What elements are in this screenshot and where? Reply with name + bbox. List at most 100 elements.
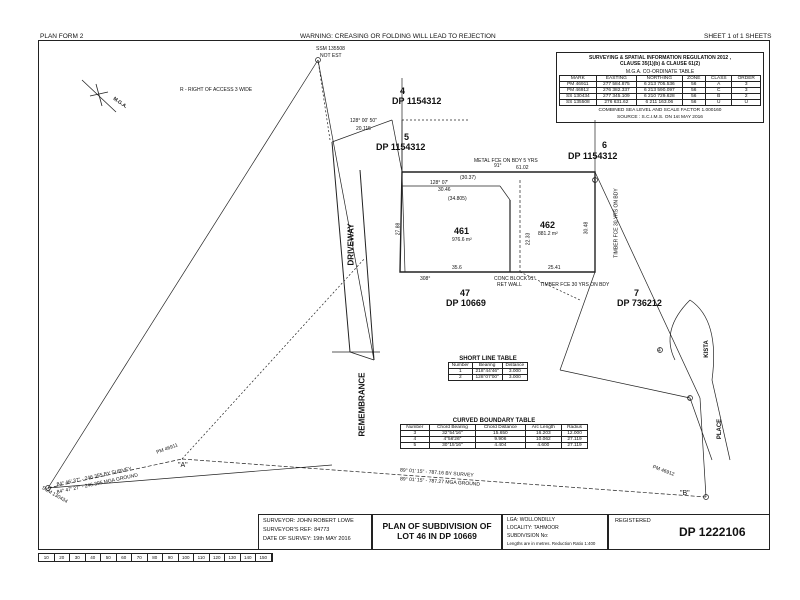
dim-2788: 27.88 xyxy=(395,222,402,236)
plan-title-line1: PLAN OF SUBDIVISION OF xyxy=(382,521,492,531)
table-cell: SS 135508 xyxy=(559,99,597,106)
lot-461-number: 461 xyxy=(454,226,470,236)
table-cell: 3.000 xyxy=(501,374,529,381)
scale-mark: 20 xyxy=(55,554,70,561)
curved-table-title: CURVED BOUNDARY TABLE xyxy=(452,418,536,424)
scale-mark: 30 xyxy=(70,554,86,561)
dim-34805: (34.805) xyxy=(448,196,467,202)
ret-wall-note: RET WALL xyxy=(497,282,522,288)
regulation-line2: CLAUSE 35(1)(b) & CLAUSE 61(2) xyxy=(619,61,700,67)
survey-date: DATE OF SURVEY: 19th MAY 2016 xyxy=(263,536,351,542)
place-label: PLACE xyxy=(717,418,724,440)
scale-mark: 50 xyxy=(101,554,117,561)
scale-mark: 140 xyxy=(241,554,256,561)
lga-text: LGA: WOLLONDILLY xyxy=(507,517,555,523)
dim-bottom-dist: 35.6 xyxy=(452,265,462,271)
conc-block-note: CONC BLOCK xyxy=(494,276,528,282)
locality-block: LGA: WOLLONDILLY LOCALITY: TAHMOOR SUBDI… xyxy=(502,514,608,550)
dp-number: DP 1222106 xyxy=(679,525,746,539)
lot-7-number: 7 xyxy=(634,288,640,298)
surveyor-name: SURVEYOR: JOHN ROBERT LOWE xyxy=(263,518,354,524)
table-cell: 4.404 xyxy=(475,442,526,449)
lot-6-dp: DP 1154312 xyxy=(568,151,618,161)
lot-461-area: 976.6 m² xyxy=(452,237,472,243)
col-header: Number xyxy=(448,362,473,369)
dim-2233: 22.33 xyxy=(525,232,532,246)
lot-5-number: 5 xyxy=(404,132,410,142)
dim-top-bearing: 128° 07' xyxy=(430,180,449,186)
plan-title-line2: LOT 46 IN DP 10669 xyxy=(397,531,477,541)
registered-label: REGISTERED xyxy=(615,518,651,524)
remembrance-label: REMEMBRANCE xyxy=(357,372,367,437)
sheet-count: SHEET 1 of 1 SHEETS xyxy=(704,33,772,40)
table-row: SS 135508 276 631.62 6 211 163.06 56 U U xyxy=(559,99,761,106)
curved-boundary-table: Number Chord Bearing Chord Distance Arc … xyxy=(400,424,588,449)
coordinate-table-title: M.G.A. CO-ORDINATE TABLE xyxy=(625,69,695,75)
coordinate-table: MARK EASTING NORTHING ZONE CLASS ORDER P… xyxy=(559,75,761,106)
col-header: Distance xyxy=(501,362,529,369)
surveyor-ref: SURVEYOR'S REF: 84773 xyxy=(263,527,330,533)
short-line-table-panel: SHORT LINE TABLE Number Bearing Distance… xyxy=(448,356,529,381)
scale-mark: 110 xyxy=(194,554,210,561)
surveyor-block: SURVEYOR: JOHN ROBERT LOWE SURVEYOR'S RE… xyxy=(258,514,372,550)
lot-462-area: 881.2 m² xyxy=(538,231,558,237)
svg-text:3: 3 xyxy=(593,178,596,184)
svg-text:4: 4 xyxy=(658,348,661,354)
lot-47-number: 47 xyxy=(460,288,471,298)
table-cell: 30°15'16" xyxy=(428,442,477,449)
driveway-label: DRIVEWAY xyxy=(346,223,356,266)
table-cell: U xyxy=(704,99,733,106)
table-cell: 56 xyxy=(681,99,707,106)
regulation-line1: SURVEYING & SPATIAL INFORMATION REGULATI… xyxy=(589,55,731,61)
lot-47-dp: DP 10669 xyxy=(446,298,486,308)
dim-secondary-bearing: 128° 00' 50" xyxy=(350,118,377,124)
dim-bottom-right-dist: 25.41 xyxy=(548,265,561,271)
dim-20115: 20.115 xyxy=(356,126,371,132)
dim-top-right-bearing: 91° xyxy=(494,163,502,169)
right-of-access-note: R - RIGHT OF ACCESS 3 WIDE xyxy=(180,87,253,93)
registration-block: REGISTERED DP 1222106 xyxy=(608,514,770,550)
ssm-top-label: SSM 135508 xyxy=(316,46,345,52)
survey-line-left xyxy=(47,458,183,489)
scale-mark: 90 xyxy=(163,554,179,561)
lot-6-number: 6 xyxy=(602,140,608,150)
survey-line xyxy=(181,458,707,498)
mark-a-label: "A" xyxy=(178,462,188,469)
lot-5-dp: DP 1154312 xyxy=(376,142,426,152)
table-row: 1 218°44'46" 3.000 xyxy=(448,368,529,375)
scale-mark: 130 xyxy=(225,554,241,561)
not-est-label: NOT EST xyxy=(320,53,342,59)
scale-mark: 60 xyxy=(117,554,132,561)
scale-mark: 40 xyxy=(86,554,101,561)
scale-mark: 150 xyxy=(256,554,272,561)
regulation-panel: SURVEYING & SPATIAL INFORMATION REGULATI… xyxy=(556,52,764,123)
kista-label: KISTA xyxy=(703,340,710,358)
svg-text:5: 5 xyxy=(688,396,691,402)
dim-3048: 30.48 xyxy=(583,221,590,235)
mark-b-label: "B" xyxy=(680,490,690,497)
scale-mark: 10 xyxy=(39,554,55,561)
scale-mark: 70 xyxy=(132,554,148,561)
combined-factor: COMBINED SEA LEVEL AND SCALE FACTOR 1.00… xyxy=(598,108,722,113)
table-row: 5 30°15'16" 4.404 4.600 27.119 xyxy=(400,442,588,449)
table-row: 2 128°07'00" 3.000 xyxy=(448,374,529,381)
table-row: PM 46912 276 382.337 6 213 590.097 56 C … xyxy=(559,87,761,94)
table-cell: 218°44'46" xyxy=(471,368,503,375)
table-cell: 6 211 163.06 xyxy=(636,99,683,106)
scale-mark: 80 xyxy=(148,554,163,561)
plan-title-block: PLAN OF SUBDIVISION OF LOT 46 IN DP 1066… xyxy=(372,514,502,550)
timber-fence-note-2: TIMBER FCE 30 YRS ON BDY xyxy=(613,188,620,258)
table-cell: 5 xyxy=(400,442,430,449)
metal-fence-note: METAL FCE ON BDY 5 YRS xyxy=(474,158,538,164)
lot-7-dp: DP 736212 xyxy=(617,298,662,308)
lengths-note: Lengths are in metres. Reduction Ratio 1… xyxy=(507,541,596,546)
short-line-table-title: SHORT LINE TABLE xyxy=(459,356,517,362)
boundary-line-sw xyxy=(47,464,333,489)
table-cell: 27.119 xyxy=(561,442,588,449)
north-arrow-icon xyxy=(81,79,117,113)
table-cell: 128°07'00" xyxy=(471,374,503,381)
boundary-line-north xyxy=(317,59,375,361)
dim-top-right-dist: 61.02 xyxy=(516,165,529,171)
curved-table-panel: CURVED BOUNDARY TABLE Number Chord Beari… xyxy=(400,418,588,449)
